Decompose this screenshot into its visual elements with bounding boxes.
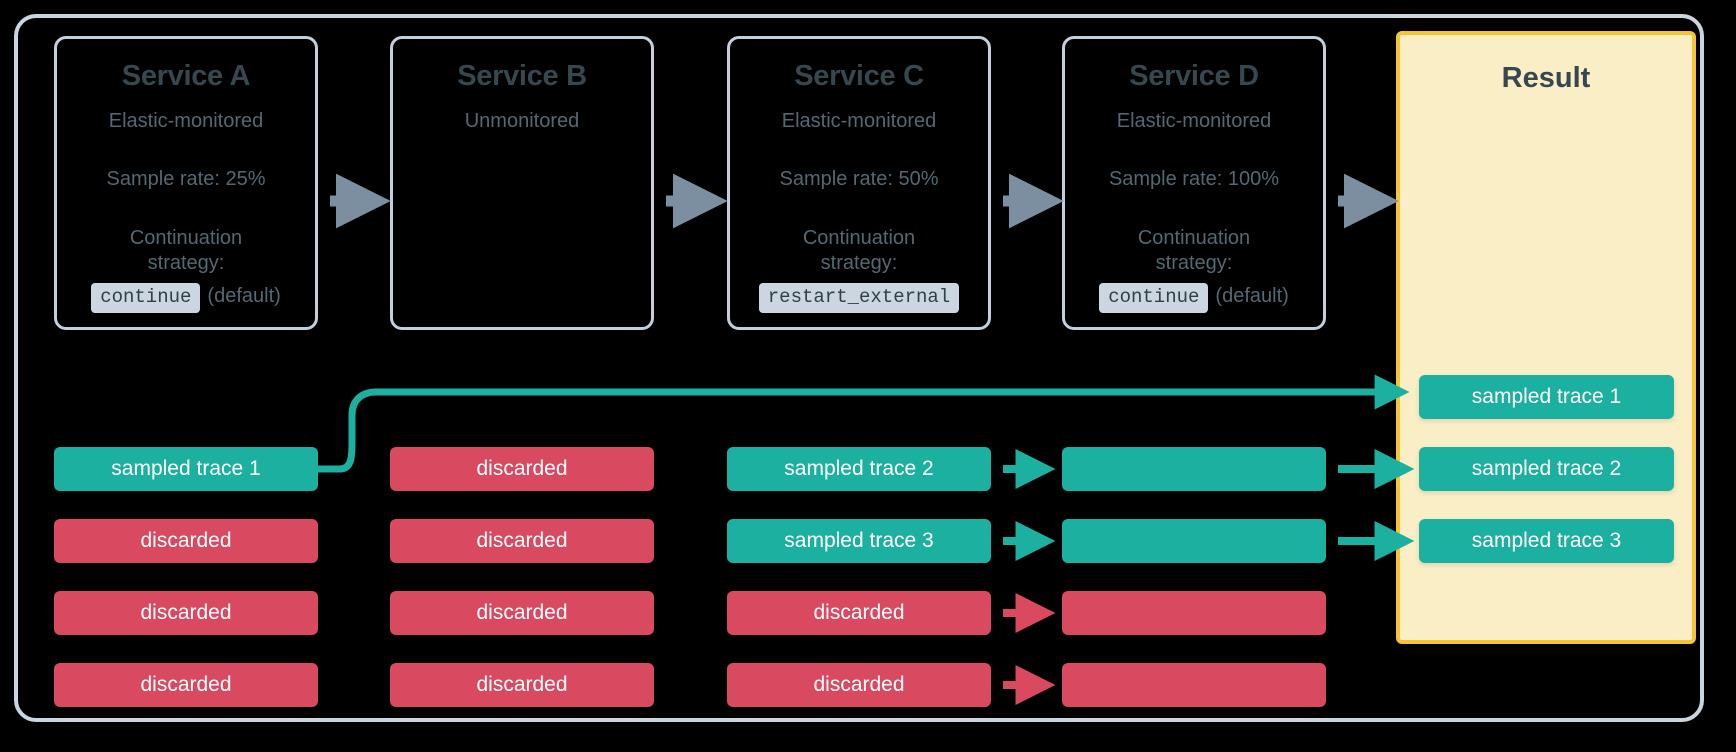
result-trace-2: sampled trace 2	[1419, 447, 1674, 491]
service-strategy-row: continue (default)	[91, 283, 281, 313]
trace-label: discarded	[140, 601, 232, 624]
service-title: Service B	[457, 60, 587, 92]
trace-box: discarded	[390, 447, 654, 491]
trace-box: sampled trace 2	[727, 447, 991, 491]
trace-box	[1062, 447, 1326, 491]
result-trace-label: sampled trace 3	[1471, 529, 1622, 552]
trace-box: discarded	[390, 591, 654, 635]
service-title: Service C	[794, 60, 924, 92]
trace-label: discarded	[476, 601, 568, 624]
result-title: Result	[1501, 62, 1591, 94]
trace-box: discarded	[727, 591, 991, 635]
strategy-default-note: (default)	[207, 285, 281, 308]
service-title: Service A	[121, 60, 251, 92]
service-card-d: Service D Elastic-monitored Sample rate:…	[1062, 36, 1326, 330]
service-sample-rate: Sample rate: 25%	[106, 167, 266, 190]
result-trace-3: sampled trace 3	[1419, 519, 1674, 563]
strategy-code-badge: continue	[91, 283, 201, 313]
trace-box: discarded	[54, 663, 318, 707]
trace-label: discarded	[140, 529, 232, 552]
service-monitoring: Elastic-monitored	[108, 109, 264, 132]
strategy-code-badge: continue	[1099, 283, 1209, 313]
trace-box: discarded	[54, 591, 318, 635]
result-trace-label: sampled trace 2	[1471, 457, 1622, 480]
trace-label: discarded	[813, 673, 905, 696]
strategy-default-note: (default)	[1215, 285, 1289, 308]
trace-label: sampled trace 3	[784, 529, 934, 552]
trace-box: discarded	[390, 519, 654, 563]
trace-box	[1062, 591, 1326, 635]
service-card-a: Service A Elastic-monitored Sample rate:…	[54, 36, 318, 330]
service-strategy-row: continue (default)	[1099, 283, 1289, 313]
trace-label: discarded	[813, 601, 905, 624]
result-trace-1: sampled trace 1	[1419, 375, 1674, 419]
strategy-code-badge: restart_external	[758, 283, 960, 313]
trace-box: sampled trace 3	[727, 519, 991, 563]
service-card-b: Service B Unmonitored	[390, 36, 654, 330]
trace-box	[1062, 663, 1326, 707]
trace-box: sampled trace 1	[54, 447, 318, 491]
trace-box	[1062, 519, 1326, 563]
service-monitoring: Elastic-monitored	[1116, 109, 1272, 132]
trace-label: discarded	[476, 673, 568, 696]
service-strategy-row: restart_external	[758, 283, 960, 313]
outer-frame	[14, 14, 1704, 722]
trace-label: discarded	[476, 457, 568, 480]
result-trace-label: sampled trace 1	[1471, 385, 1622, 408]
trace-box: discarded	[390, 663, 654, 707]
service-monitoring: Elastic-monitored	[781, 109, 937, 132]
service-title: Service D	[1129, 60, 1259, 92]
trace-label: sampled trace 2	[784, 457, 934, 480]
trace-box: discarded	[54, 519, 318, 563]
trace-box: discarded	[727, 663, 991, 707]
service-sample-rate: Sample rate: 100%	[1108, 167, 1280, 190]
trace-label: discarded	[476, 529, 568, 552]
service-monitoring: Unmonitored	[464, 109, 580, 132]
service-sample-rate: Sample rate: 50%	[779, 167, 939, 190]
service-card-c: Service C Elastic-monitored Sample rate:…	[727, 36, 991, 330]
trace-label: sampled trace 1	[111, 457, 261, 480]
trace-label: discarded	[140, 673, 232, 696]
